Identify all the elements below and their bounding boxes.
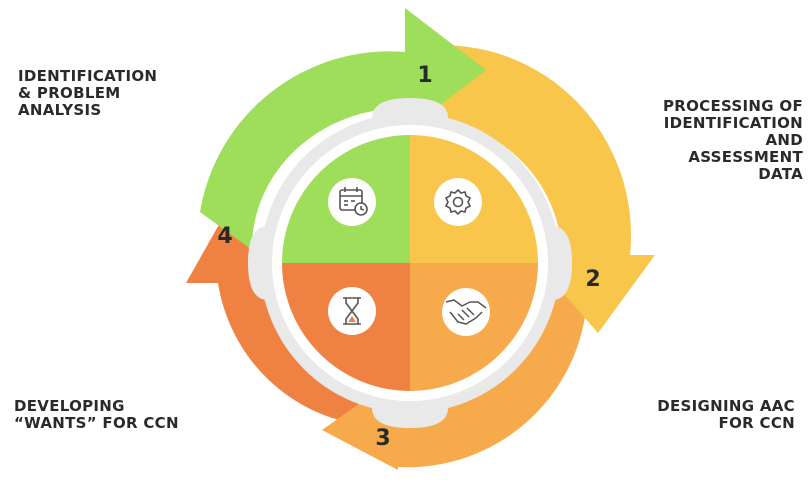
calendar-clock-icon [339, 187, 368, 216]
gear-icon [444, 188, 472, 216]
step-label-3: DESIGNING AAC FOR CCN [657, 397, 795, 432]
icon-disc-1 [328, 178, 376, 226]
hourglass-icon [343, 297, 361, 325]
icon-disc-2 [434, 178, 482, 226]
inner-quadrants [282, 135, 538, 391]
handshake-icon [445, 299, 487, 325]
step-numbers: 1 2 3 4 [217, 63, 600, 451]
connector-left [248, 226, 268, 300]
step-number-4: 4 [217, 224, 232, 249]
connector-top [372, 98, 448, 118]
step-label-2: PROCESSING OF IDENTIFICATION AND ASSESSM… [662, 97, 803, 183]
step-label-4: DEVELOPING “WANTS” FOR CCN [14, 397, 179, 432]
connector-bottom [372, 408, 448, 428]
step-number-2: 2 [585, 267, 600, 292]
ring-connectors [248, 98, 572, 428]
arrow-step-1 [200, 8, 486, 250]
step-label-1: IDENTIFICATION & PROBLEM ANALYSIS [18, 67, 158, 119]
step-number-3: 3 [375, 426, 390, 451]
icon-disc-3 [442, 288, 490, 336]
connector-right [552, 226, 572, 300]
icon-disc-4 [328, 287, 376, 335]
arrow-step-4 [186, 205, 380, 425]
step-number-1: 1 [417, 63, 432, 88]
arrow-step-2 [402, 45, 655, 333]
